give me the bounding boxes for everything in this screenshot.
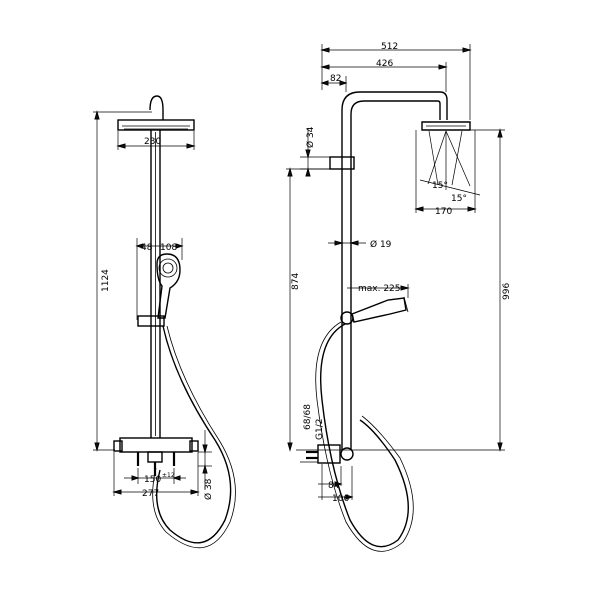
dim-874-label: 874 [291, 273, 301, 290]
dim-225-label: max. 225 [358, 284, 401, 294]
side-mixer-knob [340, 447, 354, 461]
angle-right-label: 15° [451, 194, 467, 204]
side-mixer [317, 444, 341, 464]
side-view: 15° 15° 170 512 426 82 Ø 34 [286, 42, 512, 552]
connection-size-label: 68/68 [303, 404, 313, 430]
thread-label: G1/2 [315, 419, 325, 440]
dim-277-label: 277 [142, 489, 159, 499]
overhead-shower [117, 119, 195, 131]
dim-84-label: 84 [328, 481, 340, 491]
dim-170-label: 170 [435, 207, 452, 217]
dim-512-label: 512 [381, 42, 398, 52]
angle-left-label: 15° [432, 181, 448, 191]
side-hand-shower [351, 297, 407, 323]
dim-150-tolerance: ±12 [162, 472, 175, 479]
dim-230-label: 230 [144, 137, 161, 147]
front-view: 1124 230 48 108 Ø 38 150 ±12 [93, 95, 236, 549]
dim-996-label: 996 [502, 283, 512, 300]
dim-48-label: 48 [141, 243, 153, 253]
side-riser-arm [341, 91, 448, 450]
dim-19-label: Ø 19 [370, 239, 392, 250]
dim-150-label: 150 [144, 475, 161, 485]
dim-38-label: Ø 38 [203, 478, 214, 500]
shower-hose [155, 325, 232, 544]
wall-bracket [329, 156, 355, 170]
shower-arm [149, 95, 164, 120]
dim-108-label: 108 [160, 243, 177, 253]
dim-106-label: 106 [332, 494, 349, 504]
side-shower-hose [319, 323, 409, 548]
dim-1124-label: 1124 [101, 269, 111, 292]
dim-82-label: 82 [330, 74, 341, 84]
dim-34-label: Ø 34 [305, 126, 316, 148]
slide-holder [137, 315, 165, 327]
dim-426-label: 426 [376, 59, 393, 69]
thermostat-mixer [119, 437, 193, 453]
hand-shower [156, 253, 181, 319]
